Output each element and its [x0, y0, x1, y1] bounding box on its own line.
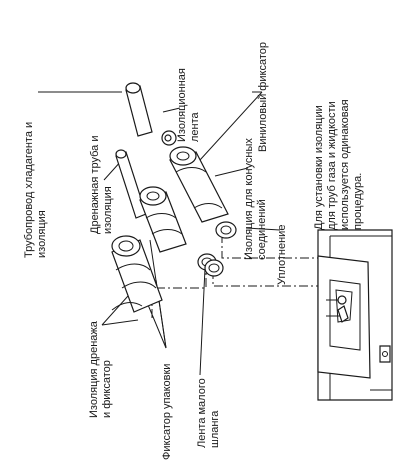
- svg-text:Трубопровод хладагента и: Трубопровод хладагента и: [23, 122, 35, 258]
- svg-text:Изоляция дренажа: Изоляция дренажа: [88, 320, 100, 418]
- svg-text:процедура.: процедура.: [352, 173, 364, 230]
- hose-tape-part: [197, 253, 224, 277]
- label-packing-clamp: Фиксатор упаковки: [161, 364, 173, 460]
- svg-text:Изоляция для конусных: Изоляция для конусных: [243, 138, 255, 260]
- label-refrigerant-pipe: Трубопровод хладагента и изоляция: [23, 122, 48, 258]
- label-note: Для установки изоляции для труб газа и ж…: [313, 99, 364, 230]
- svg-text:Дренажная труба и: Дренажная труба и: [89, 136, 101, 234]
- insulation-tape-part: [161, 130, 177, 146]
- label-drain-insulation: Изоляция дренажа и фиксатор: [88, 320, 113, 418]
- indoor-unit: [317, 229, 393, 401]
- label-drain-pipe: Дренажная труба и изоляция: [89, 136, 114, 234]
- packing-clamp-part: [139, 186, 187, 253]
- drain-pipe-part: [115, 149, 147, 219]
- svg-text:для труб газа и жидкости: для труб газа и жидкости: [326, 101, 338, 230]
- svg-text:используется одинаковая: используется одинаковая: [339, 99, 351, 230]
- label-seal: Уплотнение: [276, 225, 288, 285]
- svg-text:Для установки изоляции: Для установки изоляции: [313, 105, 325, 230]
- cone-insulation-part: [169, 146, 229, 223]
- svg-text:соединений: соединений: [256, 199, 268, 260]
- svg-text:изоляция: изоляция: [102, 186, 114, 234]
- svg-text:Лента малого: Лента малого: [196, 378, 208, 448]
- svg-text:шланга: шланга: [209, 410, 221, 448]
- drain-insulation-part: [111, 235, 163, 313]
- svg-text:изоляция: изоляция: [36, 210, 48, 258]
- svg-text:лента: лента: [189, 111, 201, 142]
- label-insulation-tape: Изоляционная лента: [176, 68, 201, 142]
- label-hose-tape: Лента малого шланга: [196, 378, 221, 448]
- svg-text:Изоляционная: Изоляционная: [176, 68, 188, 142]
- refrigerant-pipe: [125, 82, 153, 137]
- label-cone-insulation: Изоляция для конусных соединений: [243, 138, 268, 260]
- label-vinyl-clamp: Виниловый фиксатор: [257, 42, 269, 152]
- svg-text:и фиксатор: и фиксатор: [101, 360, 113, 418]
- seal-part: [215, 221, 237, 239]
